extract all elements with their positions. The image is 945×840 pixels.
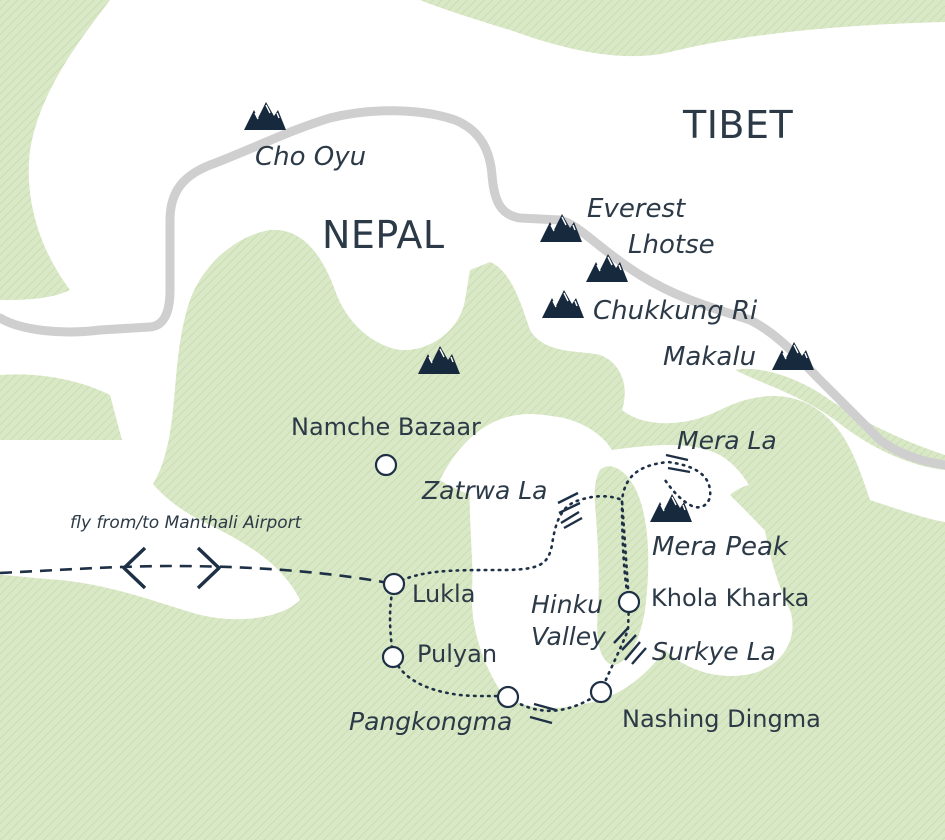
place-label-namche-bazaar: Namche Bazaar (291, 413, 481, 441)
trek-route (388, 460, 712, 713)
peak-label-everest: Everest (587, 194, 686, 224)
flight-route (0, 546, 395, 590)
mountain-icon (243, 101, 287, 131)
place-label-valley: Valley (531, 622, 607, 651)
peak-label-mera-peak: Mera Peak (652, 532, 789, 562)
town-marker-icon (617, 590, 641, 614)
mountain-icon (771, 341, 815, 371)
pass-label-mera-la: Mera La (677, 426, 777, 455)
terrain-top-right (420, 0, 945, 57)
town-marker-icon (381, 645, 405, 669)
town-marker-icon (382, 572, 406, 596)
place-label-pulyan: Pulyan (417, 640, 497, 668)
chevron-left-right-icon (122, 546, 221, 590)
peak-label-chukkung-ri: Chukkung Ri (593, 296, 758, 326)
peak-label-makalu: Makalu (663, 342, 756, 372)
town-marker-icon (589, 680, 613, 704)
nepal-tibet-border (0, 106, 945, 470)
place-label-hinku: Hinku (531, 590, 603, 619)
terrain-top-left (0, 0, 110, 300)
place-label-khola-kharka: Khola Kharka (651, 584, 809, 612)
flight-note: fly from/to Manthali Airport (70, 513, 303, 533)
region-label-tibet: TIBET (682, 103, 793, 147)
town-marker-icon (374, 453, 398, 477)
town-marker-icon (496, 685, 520, 709)
place-label-pangkongma: Pangkongma (349, 707, 512, 736)
place-label-lukla: Lukla (412, 580, 475, 608)
peak-label-cho-oyu: Cho Oyu (255, 142, 366, 172)
pass-label-zatrwa-la: Zatrwa La (421, 476, 548, 505)
terrain-main (0, 374, 122, 440)
mountain-icon (541, 289, 585, 319)
town-markers (374, 453, 641, 709)
place-label-nashing-dingma: Nashing Dingma (622, 705, 821, 733)
terrain-ridge-east (730, 483, 835, 577)
pass-label-surkye-la: Surkye La (652, 637, 776, 666)
pass-icon (529, 453, 691, 725)
terrain-ridge-mera (594, 466, 649, 665)
airport-clearing (0, 440, 300, 620)
region-label-nepal: NEPAL (322, 213, 445, 257)
peak-label-lhotse: Lhotse (628, 230, 715, 260)
